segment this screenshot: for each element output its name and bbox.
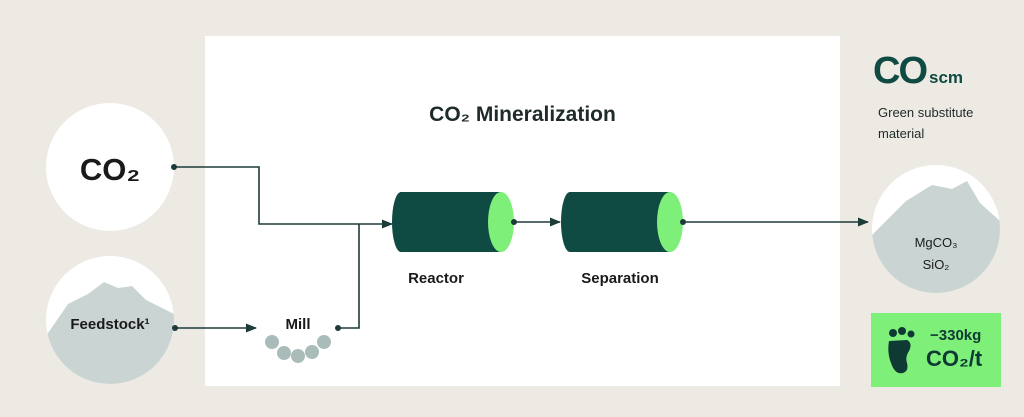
feedstock-pile-shape [46, 282, 174, 384]
brand-tagline: Green substitute material [878, 105, 974, 141]
logo-main-text: CO [873, 50, 928, 92]
mill-label: Mill [285, 316, 311, 333]
co2-flow-line [174, 166, 394, 229]
mill-connector-dot [335, 325, 341, 331]
co2-label: CO₂ [79, 152, 141, 187]
reactor-label: Reactor [408, 270, 464, 287]
footprint-icon [888, 327, 915, 374]
feedstock-input-node [46, 256, 174, 384]
separation-vessel [561, 192, 683, 252]
co2-footprint-badge [871, 313, 1001, 387]
badge-value: −330kg [930, 327, 982, 344]
mill-flow-line [338, 224, 360, 329]
mill-balls [265, 335, 331, 363]
product-node [872, 165, 1000, 293]
badge-unit: CO₂/t [926, 346, 983, 371]
reactor-vessel [392, 192, 514, 252]
product-label-mgco3: MgCO₃ [914, 235, 958, 250]
product-label-sio2: SiO₂ [922, 257, 950, 272]
feedstock-connector-dot [172, 325, 178, 331]
feedstock-label: Feedstock¹ [70, 316, 150, 333]
co2-connector-dot [171, 164, 177, 170]
product-pile-shape [872, 181, 1000, 293]
separation-label: Separation [581, 270, 659, 287]
co2-input-node [46, 103, 174, 231]
logo-sub-text: scm [929, 68, 964, 87]
diagram-title: CO₂ Mineralization [429, 103, 616, 126]
